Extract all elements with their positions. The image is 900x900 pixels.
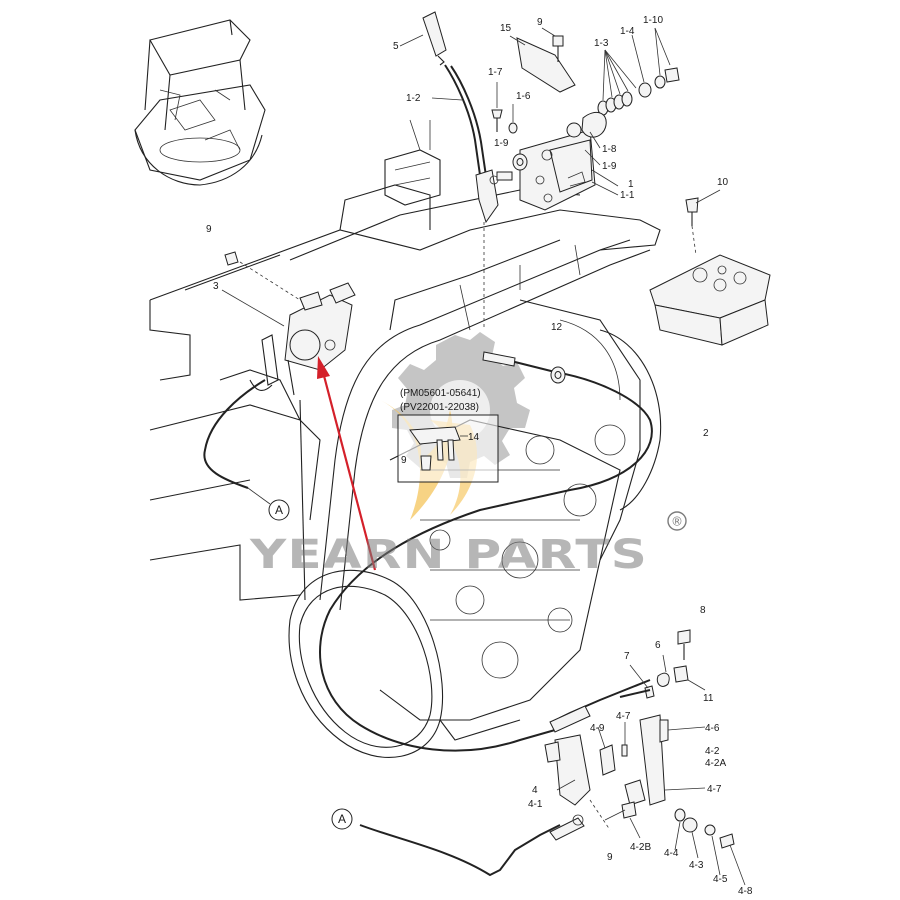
label-9-inset: 9 — [401, 455, 407, 466]
part-labels: 5 1-2 15 9 1-7 1-6 1-3 1-4 1-10 1-9 1-8 … — [206, 15, 753, 897]
watermark: YEARN PARTS ® — [249, 511, 687, 578]
label-4-6: 4-6 — [705, 723, 720, 734]
label-4-9: 4-9 — [590, 723, 605, 734]
label-9-bottom: 9 — [607, 852, 613, 863]
switch-panel — [649, 189, 771, 346]
label-4-3: 4-3 — [689, 860, 704, 871]
watermark-text: YEARN PARTS — [249, 532, 648, 578]
label-10: 10 — [717, 177, 729, 188]
lower-linkage — [544, 629, 746, 886]
label-6: 6 — [655, 640, 661, 651]
actuator-assembly — [221, 251, 356, 396]
label-1-7: 1-7 — [488, 67, 503, 78]
inset-note-serial-1: (PM05601-05641) — [400, 388, 481, 399]
label-1-2: 1-2 — [406, 93, 421, 104]
callout-a-lower-label: A — [338, 812, 346, 826]
inset-detail-box — [397, 414, 499, 483]
label-1-8: 1-8 — [602, 144, 617, 155]
label-15: 15 — [500, 23, 512, 34]
label-4-7-top: 4-7 — [616, 711, 631, 722]
label-2: 2 — [703, 428, 709, 439]
label-1-1: 1-1 — [620, 190, 635, 201]
label-1-3: 1-3 — [594, 38, 609, 49]
lever-assembly — [399, 11, 680, 330]
label-5: 5 — [393, 41, 399, 52]
inset-note-serial-2: (PV22001-22038) — [400, 402, 479, 413]
label-4-2: 4-2 — [705, 746, 720, 757]
washer-stack — [566, 67, 680, 138]
watermark-registered-mark: ® — [671, 515, 683, 529]
red-pointer-arrow — [317, 356, 377, 571]
label-9-top: 9 — [537, 17, 543, 28]
label-4-8: 4-8 — [738, 886, 753, 897]
callout-a-upper: A — [247, 487, 290, 521]
callout-a-lower: A — [331, 808, 353, 830]
label-1-9-left: 1-9 — [494, 138, 509, 149]
label-1: 1 — [628, 179, 634, 190]
label-14: 14 — [468, 432, 480, 443]
label-1-10: 1-10 — [643, 15, 663, 26]
label-4-2A: 4-2A — [705, 758, 726, 769]
label-8: 8 — [700, 605, 706, 616]
label-1-4: 1-4 — [620, 26, 635, 37]
label-11: 11 — [703, 693, 714, 704]
label-1-6: 1-6 — [516, 91, 531, 102]
label-4-4: 4-4 — [664, 848, 679, 859]
label-9-left: 9 — [206, 224, 212, 235]
label-7: 7 — [624, 651, 630, 662]
label-12: 12 — [551, 322, 563, 333]
label-4-5: 4-5 — [713, 874, 728, 885]
label-1-9-right: 1-9 — [602, 161, 617, 172]
label-3: 3 — [213, 281, 219, 292]
label-4-1: 4-1 — [528, 799, 543, 810]
callout-a-upper-label: A — [275, 503, 283, 517]
label-4: 4 — [532, 785, 538, 796]
label-4-7-right: 4-7 — [707, 784, 722, 795]
label-4-2B: 4-2B — [630, 842, 651, 853]
machine-frame — [149, 119, 662, 758]
cable-routes — [203, 351, 653, 877]
excavator-thumbnail — [134, 19, 266, 186]
